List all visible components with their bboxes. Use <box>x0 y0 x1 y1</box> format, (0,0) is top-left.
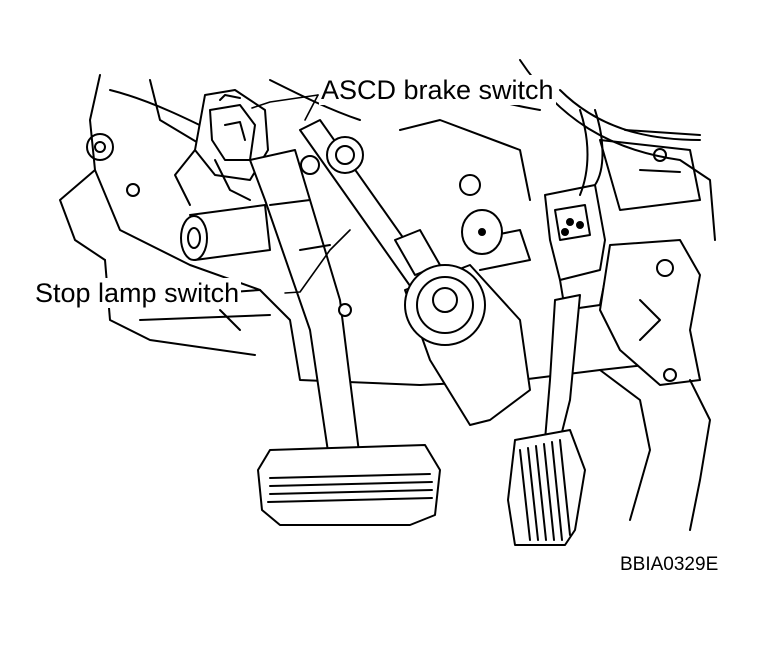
accelerator-arm <box>544 294 581 441</box>
figure-code: BBIA0329E <box>620 554 719 575</box>
brake-booster <box>404 209 531 426</box>
leader-lines <box>251 94 351 294</box>
leader-line-ascd <box>251 94 319 109</box>
leader-line-ascd-2 <box>304 94 319 121</box>
stop-lamp-switch-connector <box>174 89 269 206</box>
brake-pedal-pad <box>257 444 441 526</box>
accelerator-sensor <box>544 109 606 311</box>
leader-line-stop <box>284 229 351 294</box>
cylinder-bar <box>180 204 271 261</box>
accelerator-pedal-pad <box>507 429 586 546</box>
stop-lamp-switch-label: Stop lamp switch <box>33 278 242 308</box>
ascd-brake-switch-label: ASCD brake switch <box>319 75 556 105</box>
accelerator-bracket <box>599 239 711 531</box>
